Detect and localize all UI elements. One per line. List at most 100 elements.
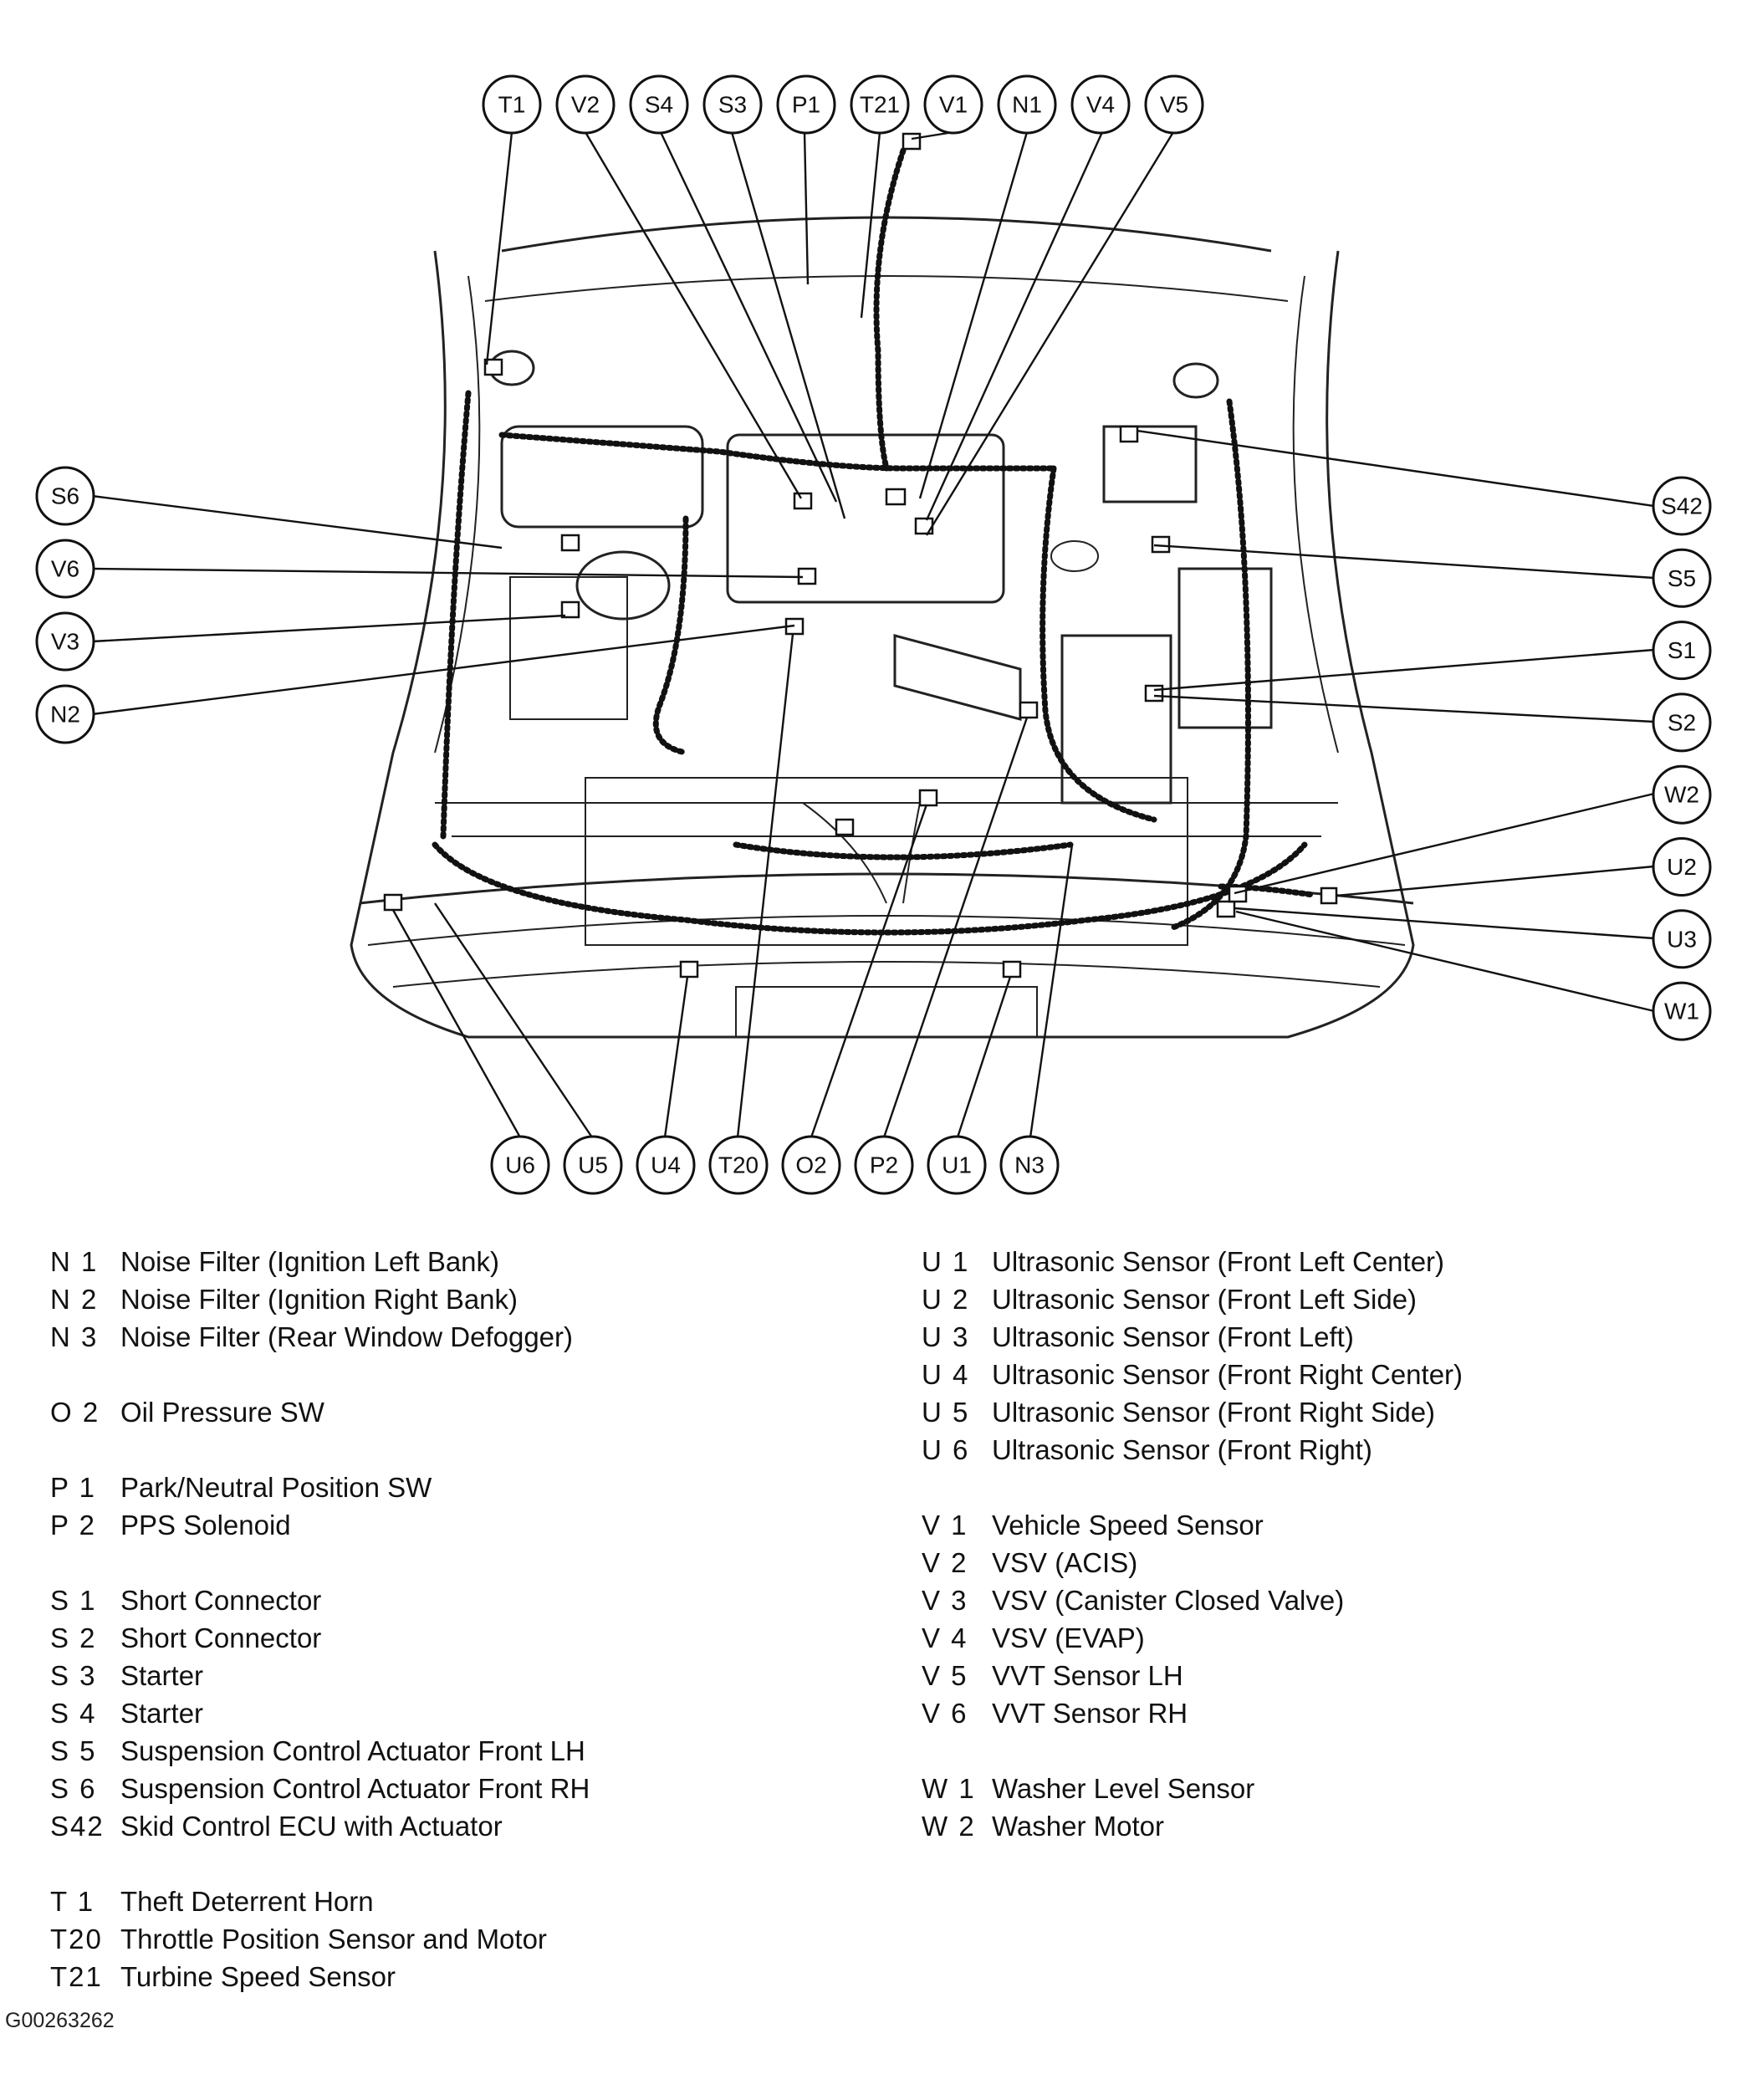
legend-code: T 1	[50, 1886, 95, 1917]
legend-code: S 2	[50, 1622, 97, 1653]
legend-description: VSV (Canister Closed Valve)	[992, 1585, 1345, 1616]
callout-w1: W1	[1652, 981, 1712, 1041]
callout-p1: P1	[776, 74, 836, 135]
callout-label: S5	[1668, 565, 1696, 591]
callout-v2: V2	[555, 74, 616, 135]
legend-description: Throttle Position Sensor and Motor	[120, 1924, 547, 1954]
callout-label: U2	[1667, 854, 1697, 880]
legend-description: Ultrasonic Sensor (Front Left Side)	[992, 1284, 1418, 1315]
legend-code: T21	[50, 1961, 103, 1992]
legend-code: S 1	[50, 1585, 97, 1616]
callout-n2: N2	[35, 684, 95, 744]
callout-label: P2	[870, 1152, 898, 1178]
callout-s5: S5	[1652, 548, 1712, 608]
callout-label: S1	[1668, 637, 1696, 663]
callout-o2: O2	[781, 1135, 841, 1195]
legend-code: N 2	[50, 1284, 99, 1315]
callout-label: S6	[51, 483, 79, 509]
legend-description: Washer Motor	[992, 1811, 1164, 1842]
legend-description: VSV (ACIS)	[992, 1547, 1138, 1578]
callout-label: T1	[498, 92, 526, 118]
callout-t20: T20	[708, 1135, 769, 1195]
callout-u6: U6	[490, 1135, 550, 1195]
figure-id: G00263262	[5, 2009, 115, 2032]
legend-description: Noise Filter (Rear Window Defogger)	[120, 1321, 574, 1352]
callout-label: U1	[942, 1152, 972, 1178]
callout-s42: S42	[1652, 476, 1712, 536]
callout-label: T21	[860, 92, 900, 118]
legend-description: Starter	[120, 1698, 204, 1729]
legend-code: U 5	[922, 1397, 970, 1428]
callout-s2: S2	[1652, 692, 1712, 753]
legend-item: P 2 PPS Solenoid	[50, 1506, 853, 1544]
legend-code: S 3	[50, 1660, 97, 1691]
callout-label: W1	[1664, 999, 1699, 1024]
callout-label: S42	[1661, 493, 1703, 519]
legend-code: S42	[50, 1811, 105, 1842]
callout-label: V3	[51, 629, 79, 655]
legend-description: VSV (EVAP)	[992, 1622, 1145, 1653]
legend-description: Skid Control ECU with Actuator	[120, 1811, 503, 1842]
legend-item: V 2 VSV (ACIS)	[922, 1544, 1724, 1581]
callout-label: W2	[1664, 782, 1699, 808]
callout-v3: V3	[35, 611, 95, 672]
callout-w2: W2	[1652, 764, 1712, 825]
legend-code: V 5	[922, 1660, 968, 1691]
legend-code: S 5	[50, 1735, 97, 1766]
legend-description: Washer Level Sensor	[992, 1773, 1255, 1804]
callout-u3: U3	[1652, 909, 1712, 969]
legend-description: Ultrasonic Sensor (Front Left Center)	[992, 1246, 1445, 1277]
callout-s6: S6	[35, 466, 95, 526]
callout-label: O2	[795, 1152, 826, 1178]
legend-code: W 2	[922, 1811, 976, 1842]
callout-t1: T1	[482, 74, 542, 135]
legend-description: Ultrasonic Sensor (Front Right Side)	[992, 1397, 1436, 1428]
legend-description: PPS Solenoid	[120, 1510, 291, 1541]
callout-label: V1	[939, 92, 968, 118]
legend-item: W 1 Washer Level Sensor	[922, 1770, 1724, 1807]
callout-label: U4	[651, 1152, 681, 1178]
engine-compartment-drawing	[350, 216, 1415, 1039]
legend-code: P 2	[50, 1510, 96, 1541]
callout-label: U6	[505, 1152, 535, 1178]
callout-label: S4	[645, 92, 673, 118]
callout-label: V5	[1160, 92, 1188, 118]
legend-item: S42 Skid Control ECU with Actuator	[50, 1807, 853, 1845]
legend-code: V 3	[922, 1585, 968, 1616]
callout-label: N3	[1014, 1152, 1045, 1178]
callout-p2: P2	[854, 1135, 914, 1195]
callout-label: U3	[1667, 926, 1697, 952]
legend-code: W 1	[922, 1773, 976, 1804]
legend-description: Ultrasonic Sensor (Front Left)	[992, 1321, 1354, 1352]
legend-item: U 5 Ultrasonic Sensor (Front Right Side)	[922, 1393, 1724, 1431]
legend-code: V 2	[922, 1547, 968, 1578]
callout-u1: U1	[927, 1135, 987, 1195]
leader-lines	[91, 130, 1655, 1138]
legend-description: Noise Filter (Ignition Left Bank)	[120, 1246, 500, 1277]
legend-group: W 1 Washer Level Sensor W 2 Washer Motor	[922, 1770, 1724, 1845]
